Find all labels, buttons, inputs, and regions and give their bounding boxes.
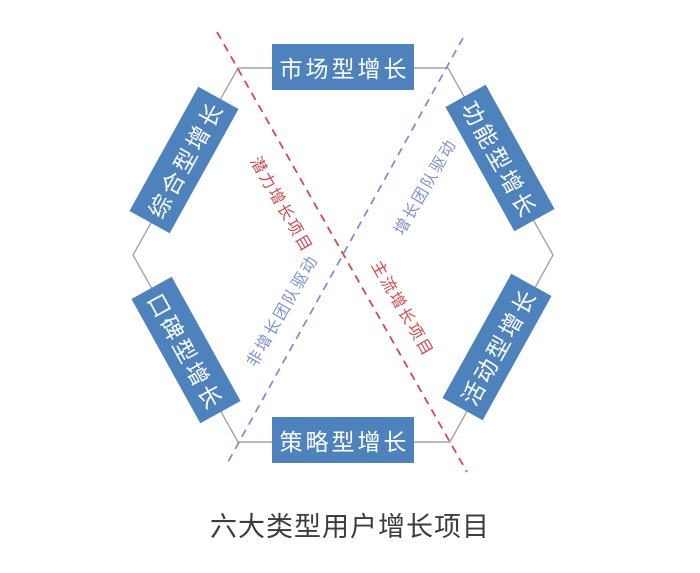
red-dashed-axis [216, 31, 468, 473]
node-market-growth: 市场型增长 [272, 44, 414, 90]
diagram-title: 六大类型用户增长项目 [210, 512, 490, 542]
node-strategy-growth: 策略型增长 [272, 417, 414, 463]
node-strategy-growth-label: 策略型增长 [279, 429, 410, 455]
hexagon-outline [132, 67, 554, 443]
node-market-growth-label: 市场型增长 [279, 56, 410, 82]
blue-dashed-axis [227, 37, 464, 463]
